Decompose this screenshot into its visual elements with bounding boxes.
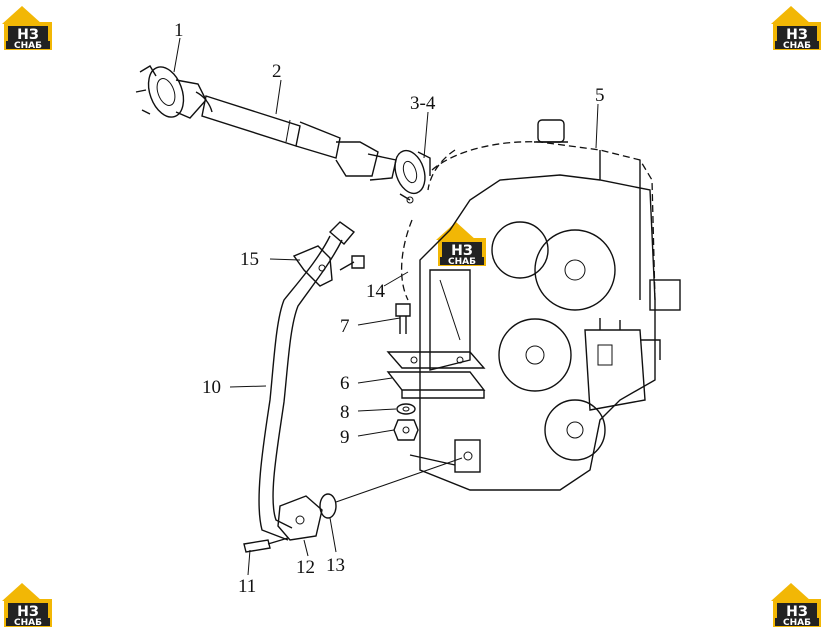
logo-main-text: НЗ [17,27,39,43]
logo-main-text: НЗ [17,604,39,620]
callout-14: 14 [366,281,386,302]
transmission-housing [400,119,681,491]
callout-8: 8 [340,402,350,423]
logo-sub-text: СНАБ [14,618,42,628]
callout-1: 1 [174,20,184,41]
brand-logo-bottom-left: НЗ СНАБ [2,583,52,628]
logo-sub-text: СНАБ [783,618,811,628]
callout-9: 9 [340,427,350,448]
logo-main-text: НЗ [786,604,808,620]
mount-parts [386,303,486,441]
callout-2: 2 [272,61,282,82]
callout-11: 11 [238,576,256,597]
callout-3-4: 3-4 [410,93,436,114]
logo-main-text: НЗ [786,27,808,43]
callout-13: 13 [326,555,345,576]
callout-12: 12 [296,557,315,578]
brand-logo-center: НЗ СНАБ [436,222,486,267]
callout-7: 7 [340,316,350,337]
callout-5: 5 [595,85,605,106]
callout-6: 6 [340,373,350,394]
brand-logo-top-right: НЗ СНАБ [771,6,821,51]
breather-tube-assembly [243,221,463,553]
brand-logo-bottom-right: НЗ СНАБ [771,583,821,628]
brand-logo-top-left: НЗ СНАБ [2,6,52,51]
drive-shaft-assembly [135,65,431,204]
callout-labels: 1 2 3-4 5 6 7 8 9 10 11 12 13 14 15 [174,20,605,597]
leader-lines [173,37,599,576]
callout-15: 15 [240,249,259,270]
logo-main-text: НЗ [451,243,473,259]
logo-sub-text: СНАБ [783,41,811,51]
logo-sub-text: СНАБ [448,257,476,267]
logo-sub-text: СНАБ [14,41,42,51]
callout-10: 10 [202,377,221,398]
